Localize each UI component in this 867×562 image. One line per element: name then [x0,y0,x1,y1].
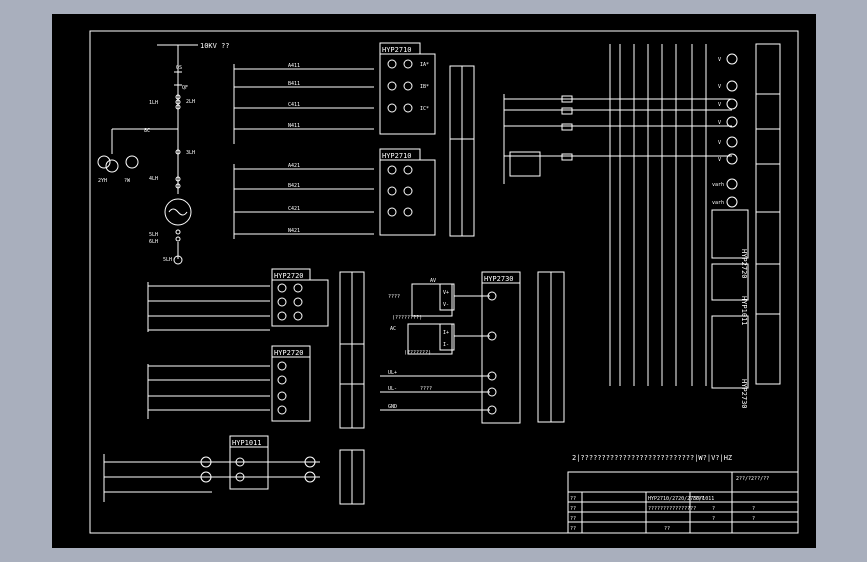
svg-text:N421: N421 [288,228,300,234]
device-right-hyp2730: HYP2730 [711,315,749,409]
device-label: HYP2730 [484,275,514,283]
svg-text:AC: AC [390,326,396,332]
svg-text:(????????): (????????) [392,315,422,321]
svg-text:?: ? [712,516,715,522]
svg-text:varh: varh [712,182,724,188]
lbl-w: ?W [124,178,131,184]
svg-text:V: V [718,157,721,163]
drawing-frame [89,30,799,534]
meter-circuit [503,94,732,184]
svg-text:IB*: IB* [420,84,429,90]
transducer-section: AV ???? (????????) AC (???????) V+ V- I+… [380,271,521,424]
title-block: 2??/?2??/?? HYP2710/2720/2730/1011 ?????… [567,471,799,534]
cad-drawing-canvas: 10KV ?? 1LH 2LH 3LH 4LH 5LH 6LH 5LH 2YH … [52,14,816,548]
device-hyp2710-2: A421 B421 C421 N421 HYP2710 [233,148,436,239]
svg-text:C421: C421 [288,206,300,212]
wiring-diagram: 10KV ?? 1LH 2LH 3LH 4LH 5LH 6LH 5LH 2YH … [89,30,799,534]
svg-text:?: ? [712,506,715,512]
svg-text:V-: V- [443,302,449,308]
svg-text:IC*: IC* [420,106,429,112]
title-block-subtitle: ???????????????? [648,506,696,512]
lbl-3lh: 3LH [186,150,195,156]
svg-text:?: ? [752,506,755,512]
svg-text:V: V [718,102,721,108]
lbl-qs: QS [176,65,182,71]
svg-text:varh: varh [712,200,724,206]
device-right-hyp2720: HYP2720 [711,209,749,279]
svg-text:UL-: UL- [388,386,397,392]
svg-text:A421: A421 [288,163,300,169]
svg-text:N411: N411 [288,123,300,129]
svg-text:V: V [718,84,721,90]
device-label: HYP1011 [740,296,748,326]
svg-text:B421: B421 [288,183,300,189]
svg-text:??: ?? [570,506,576,512]
svg-text:????: ???? [692,496,704,502]
generator-symbol [164,198,192,226]
lbl-2yh: 2YH [98,178,107,184]
lbl-2lh: 2LH [186,99,195,105]
lbl-qf: QF [182,85,188,91]
lbl-5lh: 5LH [149,232,158,238]
device-label: HYP2720 [274,272,304,280]
svg-text:I-: I- [443,342,449,348]
lbl-4lh: 4LH [149,176,158,182]
title-block-header: 2??/?2??/?? [736,476,769,482]
svg-text:??: ?? [570,526,576,532]
svg-text:C411: C411 [288,102,300,108]
svg-text:????: ???? [388,294,400,300]
svg-text:GND: GND [388,404,397,410]
lbl-6lh: 6LH [149,239,158,245]
svg-text:V+: V+ [443,290,449,296]
svg-text:??: ?? [664,526,670,532]
bus-label: 10KV ?? [200,42,230,50]
device-label: HYP2710 [382,46,412,54]
svg-text:IA*: IA* [420,62,429,68]
svg-text:??: ?? [570,496,576,502]
svg-text:A411: A411 [288,63,300,69]
device-label: HYP1011 [232,439,262,447]
svg-text:(???????): (???????) [404,350,431,356]
device-hyp2710-1: A411 B411 C411 N411 HYP2710 IA* IB* IC* [233,42,436,144]
terminal-strip-right [755,43,781,385]
title-block-title: HYP2710/2720/2730/1011 [648,496,714,502]
device-hyp2720-2: HYP2720 [147,345,311,422]
drawing-note: 2|???????????????????????????|W?|V?|HZ [572,454,732,462]
device-hyp2720-1: HYP2720 [147,268,329,332]
device-right-hyp1011: HYP1011 [711,263,749,326]
device-hyp1011-1: HYP1011 [103,435,320,502]
lbl-8c: 8C [144,128,150,134]
svg-text:AV: AV [430,278,436,284]
svg-text:I+: I+ [443,330,449,336]
single-line-diagram: 10KV ?? 1LH 2LH 3LH 4LH 5LH 6LH 5LH 2YH … [97,42,230,265]
right-bus-bars [609,44,707,386]
svg-text:V: V [718,57,721,63]
svg-text:V: V [718,120,721,126]
svg-text:??: ?? [570,516,576,522]
lbl-5lh-b: 5LH [163,257,172,263]
device-label: HYP2730 [740,379,748,409]
svg-text:????: ???? [420,386,432,392]
svg-text:?: ? [752,516,755,522]
svg-text:B411: B411 [288,81,300,87]
device-label: HYP2710 [382,152,412,160]
svg-text:UL+: UL+ [388,370,397,376]
lbl-1lh: 1LH [149,100,158,106]
svg-text:V: V [718,140,721,146]
meter-column: V V V V V V varh varh [712,53,738,208]
device-label: HYP2720 [274,349,304,357]
